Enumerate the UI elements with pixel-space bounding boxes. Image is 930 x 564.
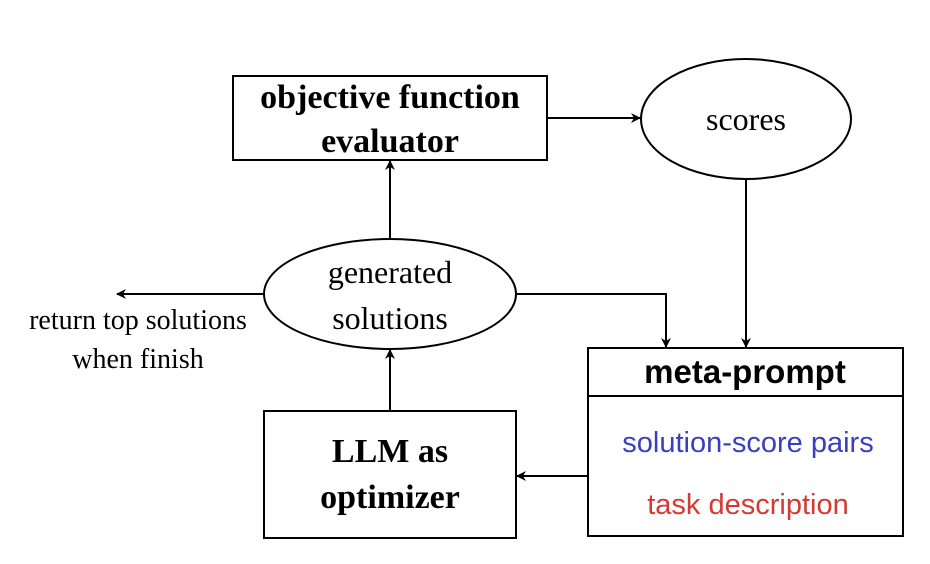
edge-generated-to-meta-prompt xyxy=(516,293,671,348)
llm-optimizer-node: LLM as optimizer xyxy=(263,410,517,539)
evaluator-node: objective function evaluator xyxy=(232,75,548,161)
scores-node: scores xyxy=(640,58,852,180)
evaluator-label-line1: objective function xyxy=(260,79,520,116)
generated-label-line2: solutions xyxy=(332,300,448,336)
generated-solutions-node: generated solutions xyxy=(263,238,517,350)
meta-prompt-node: meta-prompt solution-score pairs task de… xyxy=(587,347,904,537)
llm-label-line2: optimizer xyxy=(320,479,460,516)
return-note-line2: when finish xyxy=(72,344,203,375)
return-note: return top solutions when finish xyxy=(29,305,247,375)
task-description-label: task description xyxy=(647,489,849,521)
scores-label: scores xyxy=(706,101,786,137)
return-note-line1: return top solutions xyxy=(29,305,247,336)
meta-prompt-title: meta-prompt xyxy=(644,353,846,390)
llm-label-line1: LLM as xyxy=(332,433,448,470)
generated-label-line1: generated xyxy=(328,254,452,290)
solution-score-pairs-label: solution-score pairs xyxy=(622,427,873,459)
evaluator-label-line2: evaluator xyxy=(321,123,459,160)
